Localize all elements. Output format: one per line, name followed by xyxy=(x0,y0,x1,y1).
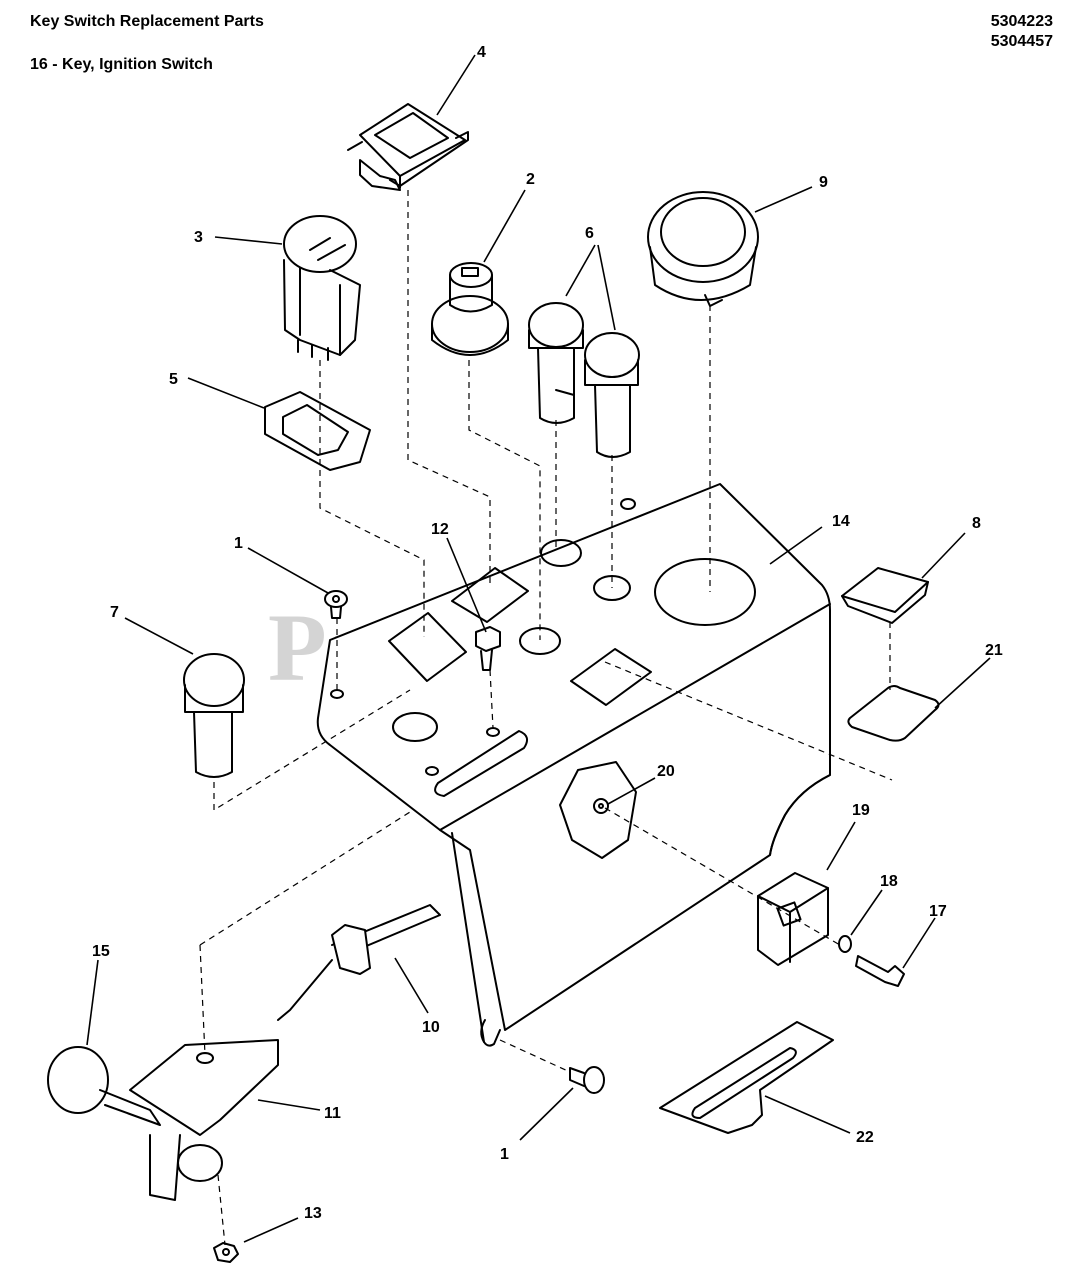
callout-15: 15 xyxy=(92,943,110,960)
page-title: Key Switch Replacement Parts xyxy=(30,13,264,30)
callout-2: 2 xyxy=(526,171,535,188)
indicator-light-c xyxy=(183,653,245,778)
model-number-1: 5304223 xyxy=(990,13,1053,30)
callout-8: 8 xyxy=(972,515,981,532)
throttle-bracket xyxy=(129,1039,279,1201)
page-subtitle: 16 - Key, Ignition Switch xyxy=(30,56,213,73)
callout-11: 11 xyxy=(324,1105,341,1122)
switch-bezel xyxy=(264,391,371,471)
screw-1-upper xyxy=(324,590,348,619)
callout-5: 5 xyxy=(169,371,178,388)
callout-1-lower: 1 xyxy=(500,1146,509,1163)
callout-12: 12 xyxy=(431,521,449,538)
hour-meter xyxy=(347,103,469,191)
pto-switch xyxy=(283,215,361,361)
callout-4: 4 xyxy=(477,44,486,61)
mounting-plate xyxy=(659,1021,834,1134)
callout-9: 9 xyxy=(819,174,828,191)
bolt-12 xyxy=(475,626,501,671)
indicator-light-b xyxy=(584,332,640,458)
callout-10: 10 xyxy=(422,1019,440,1036)
gauge xyxy=(647,191,759,307)
callout-14: 14 xyxy=(832,513,850,530)
nut-13 xyxy=(213,1242,239,1263)
callout-22: 22 xyxy=(856,1129,874,1146)
callout-6: 6 xyxy=(585,225,594,242)
ignition-switch xyxy=(431,262,509,356)
assembly-lines xyxy=(199,190,893,1246)
module xyxy=(757,872,829,966)
callout-3: 3 xyxy=(194,229,203,246)
leader-lines xyxy=(86,54,991,1243)
dash-panel xyxy=(316,483,831,1047)
callout-20: 20 xyxy=(657,763,675,780)
callout-7: 7 xyxy=(110,604,119,621)
nut-20 xyxy=(559,761,637,859)
model-numbers: 5304223 5304457 xyxy=(991,12,1053,52)
bolt-17 xyxy=(855,955,905,987)
cable-10 xyxy=(277,904,441,1021)
indicator-light-a xyxy=(528,302,584,424)
washer-18 xyxy=(838,935,852,953)
plug-gasket xyxy=(847,685,940,742)
callout-21: 21 xyxy=(985,642,1003,659)
callout-19: 19 xyxy=(852,802,870,819)
callout-13: 13 xyxy=(304,1205,322,1222)
callout-18: 18 xyxy=(880,873,898,890)
callout-1-upper: 1 xyxy=(234,535,243,552)
throttle-knob xyxy=(47,1046,223,1182)
plug-cover xyxy=(841,567,929,624)
callout-17: 17 xyxy=(929,903,947,920)
screw-1-lower xyxy=(569,1066,605,1094)
model-number-2: 5304457 xyxy=(990,33,1053,50)
